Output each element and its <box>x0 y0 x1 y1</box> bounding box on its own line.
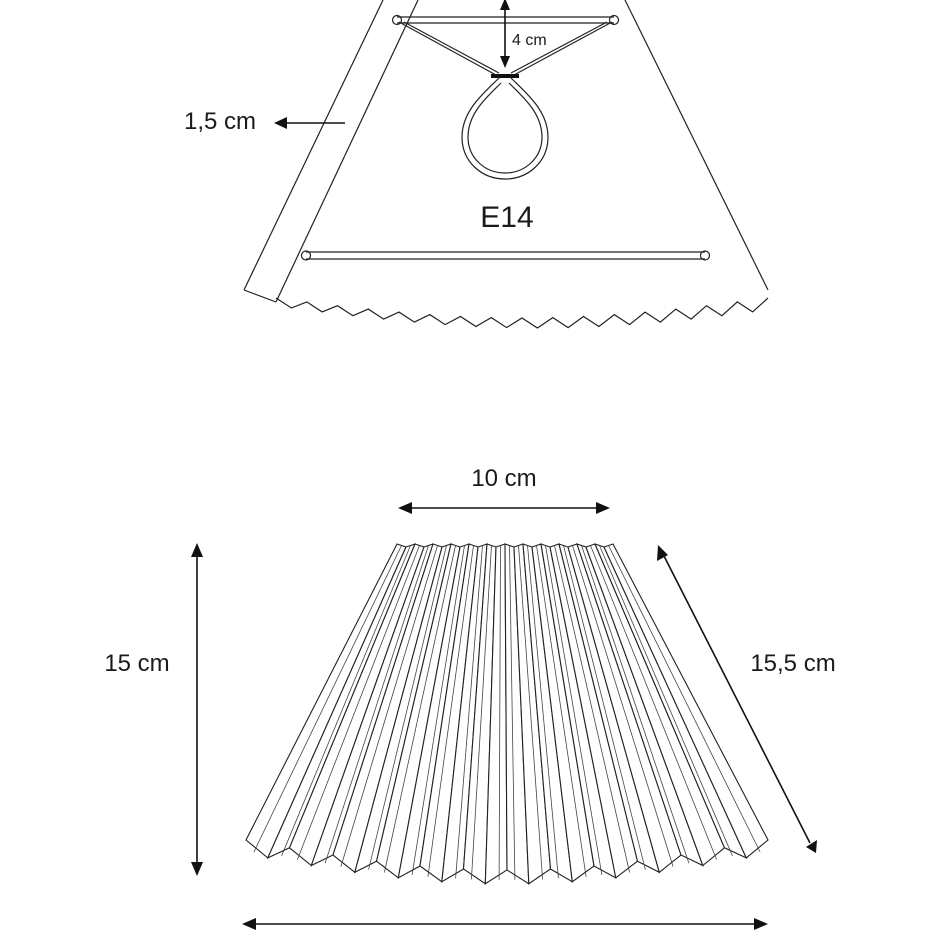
pleat-fold-line <box>536 545 587 877</box>
pleated-shade-side-view <box>245 543 769 885</box>
pleat-fold-line <box>554 545 630 873</box>
drop-dimension <box>500 0 510 68</box>
socket-type-label: E14 <box>480 201 533 234</box>
pleat-fold-line <box>498 545 501 880</box>
pleat-fold-line <box>340 545 438 867</box>
shade-pleats <box>245 543 769 885</box>
outer-wall-left <box>243 0 384 291</box>
socket-loop <box>461 76 549 180</box>
bottom-width-dimension <box>242 918 768 930</box>
top-width-label: 10 cm <box>471 465 536 492</box>
pleat-fold-line <box>563 545 646 870</box>
lower-ring-bar <box>300 250 711 261</box>
pleat-fold-line <box>527 545 559 879</box>
drop-label: 4 cm <box>512 32 547 49</box>
pleat-fold-line <box>455 545 483 879</box>
pleat-fold-line <box>253 545 402 853</box>
inner-wall-left <box>275 0 419 303</box>
rim-bottom-left <box>243 289 277 303</box>
pleat-fold-line <box>411 545 465 875</box>
pleat-fold-line <box>324 545 429 864</box>
pleat-panel <box>603 543 769 859</box>
slant-dimension <box>657 545 817 853</box>
height-dimension <box>191 543 203 876</box>
pleat-fold-line <box>297 545 420 860</box>
pleat-fold-line <box>368 545 447 870</box>
pleat-fold-line <box>471 545 492 880</box>
outer-wall-right <box>624 0 769 291</box>
pleat-fold-line <box>281 545 411 856</box>
pleat-fold-line <box>608 545 761 853</box>
suspension-wires <box>398 21 613 78</box>
pleat-fold-line <box>518 545 543 880</box>
pleat-fold-line <box>581 545 690 864</box>
pleat-fold-line <box>572 545 674 867</box>
top-width-dimension <box>398 502 610 514</box>
pleat-fold-line <box>509 545 516 880</box>
rim-width-label: 1,5 cm <box>184 108 256 135</box>
rim-width-pointer <box>274 117 345 129</box>
pleat-fold-line <box>545 545 603 875</box>
pleated-bottom-edge <box>275 297 769 329</box>
shade-interior-section: 4 cm E14 1,5 cm <box>184 0 769 329</box>
pleat-fold-line <box>427 545 474 877</box>
pleat-fold-line <box>384 545 456 873</box>
pleat-fold-line <box>590 545 717 860</box>
pleat-fold-line <box>599 545 733 856</box>
height-label: 15 cm <box>104 650 169 677</box>
slant-label: 15,5 cm <box>750 650 835 677</box>
